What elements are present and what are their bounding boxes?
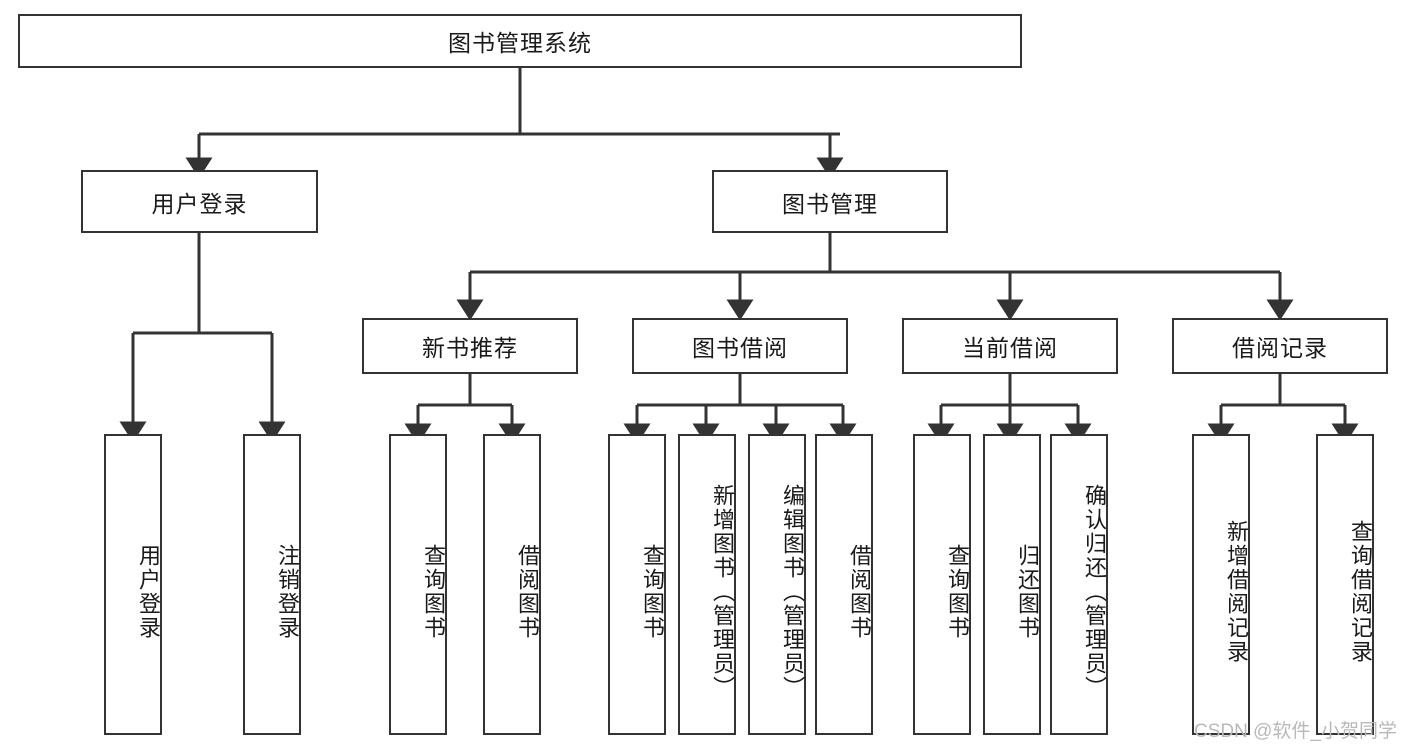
leaf-recommend-query-book[interactable]: 查询图书 — [389, 434, 447, 735]
node-new-book-recommend[interactable]: 新书推荐 — [362, 318, 578, 374]
leaf-borrow-query-book[interactable]: 查询图书 — [608, 434, 666, 735]
leaf-label: 注销登录 — [275, 543, 300, 640]
node-borrow-record[interactable]: 借阅记录 — [1172, 318, 1388, 374]
leaf-label: 查询图书 — [640, 543, 665, 640]
node-new-book-recommend-label: 新书推荐 — [422, 335, 518, 361]
node-book-management-label: 图书管理 — [782, 190, 878, 217]
watermark: CSDN @软件_小贺同学 — [1194, 721, 1397, 742]
node-root-label: 图书管理系统 — [448, 30, 592, 56]
leaf-label: 查询图书 — [945, 543, 970, 640]
leaf-current-confirm-return[interactable]: 确认归还（管理员） — [1050, 434, 1108, 735]
leaf-label: 借阅图书 — [847, 543, 872, 640]
leaf-record-add-record[interactable]: 新增借阅记录 — [1192, 434, 1250, 735]
leaf-current-return-book[interactable]: 归还图书 — [983, 434, 1041, 735]
node-current-borrow[interactable]: 当前借阅 — [902, 318, 1118, 374]
leaf-label: 查询借阅记录 — [1348, 519, 1373, 664]
node-user-login[interactable]: 用户登录 — [81, 170, 318, 233]
leaf-current-query-book[interactable]: 查询图书 — [913, 434, 971, 735]
leaf-recommend-borrow-book[interactable]: 借阅图书 — [483, 434, 541, 735]
leaf-label: 归还图书 — [1015, 543, 1040, 640]
leaf-label: 用户登录 — [136, 543, 161, 640]
leaf-label: 新增借阅记录 — [1224, 519, 1249, 664]
leaf-label: 查询图书 — [421, 543, 446, 640]
leaf-user-login-login[interactable]: 用户登录 — [104, 434, 162, 735]
node-root[interactable]: 图书管理系统 — [18, 14, 1022, 68]
node-current-borrow-label: 当前借阅 — [962, 335, 1058, 361]
leaf-borrow-add-book[interactable]: 新增图书（管理员） — [678, 434, 736, 735]
node-book-borrow[interactable]: 图书借阅 — [632, 318, 848, 374]
leaf-label: 确认归还（管理员） — [1082, 483, 1107, 700]
node-book-management[interactable]: 图书管理 — [712, 170, 948, 233]
node-user-login-label: 用户登录 — [151, 190, 248, 217]
leaf-record-query-record[interactable]: 查询借阅记录 — [1316, 434, 1374, 735]
leaf-borrow-borrow-book[interactable]: 借阅图书 — [815, 434, 873, 735]
leaf-borrow-edit-book[interactable]: 编辑图书（管理员） — [748, 434, 806, 735]
leaf-label: 借阅图书 — [515, 543, 540, 640]
node-borrow-record-label: 借阅记录 — [1232, 335, 1328, 361]
node-book-borrow-label: 图书借阅 — [692, 335, 788, 361]
leaf-user-login-logout[interactable]: 注销登录 — [243, 434, 301, 735]
leaf-label: 编辑图书（管理员） — [780, 483, 805, 700]
leaf-label: 新增图书（管理员） — [710, 483, 735, 700]
